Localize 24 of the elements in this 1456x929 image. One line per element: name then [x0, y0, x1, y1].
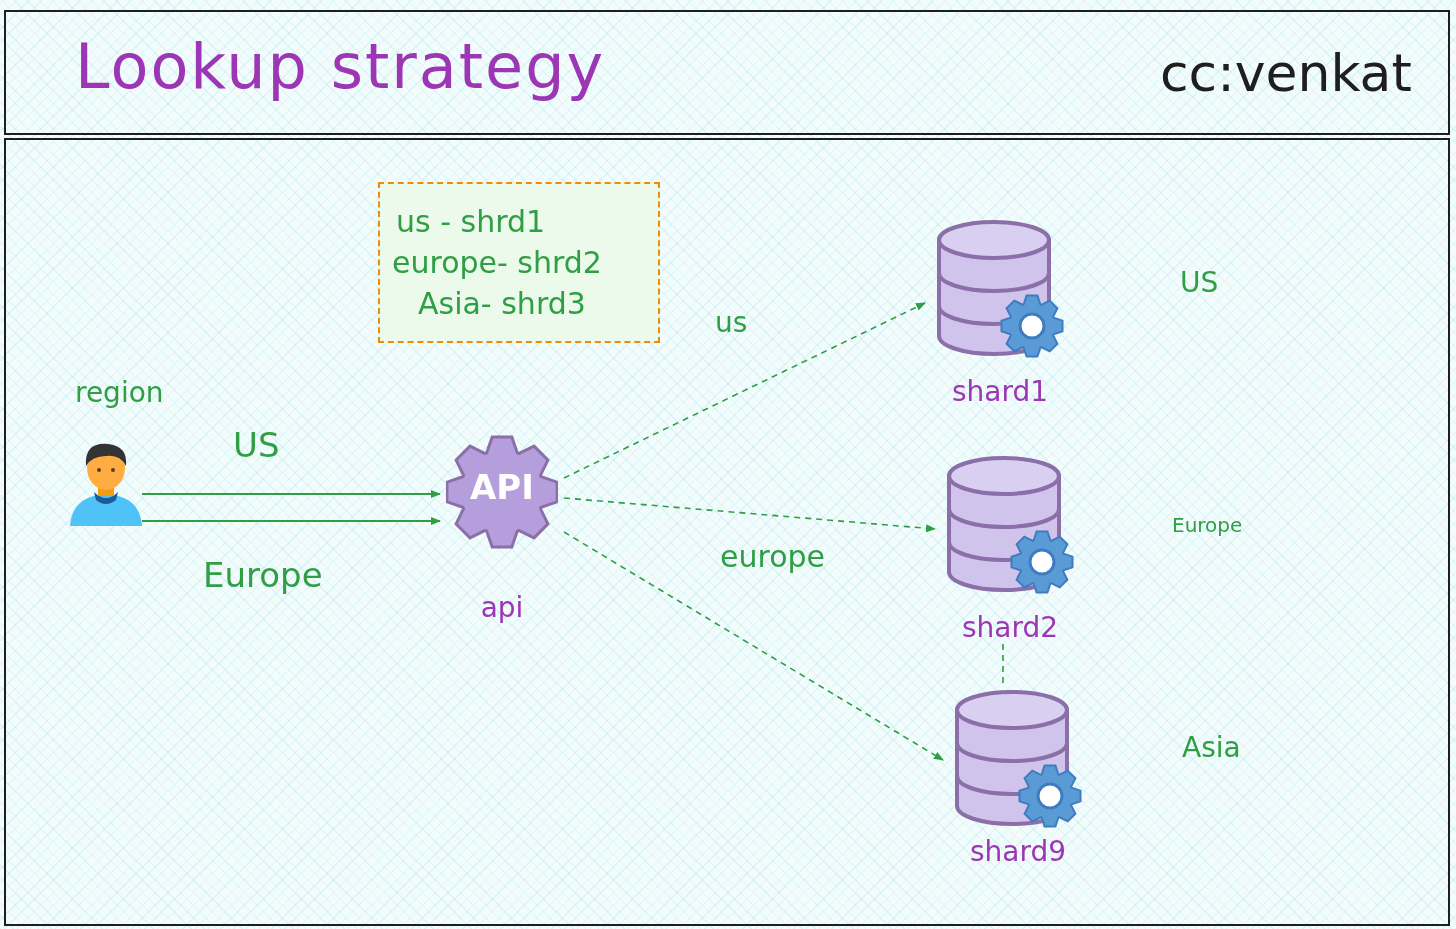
arrow: [563, 497, 936, 533]
region-label: Asia: [1182, 733, 1241, 764]
region-label: region: [75, 378, 164, 409]
node-label: api: [480, 591, 524, 624]
arrow: [141, 490, 441, 498]
arrow: [563, 302, 926, 479]
arrow: [141, 517, 441, 525]
region-label: us: [715, 308, 748, 339]
region-label: US: [1180, 268, 1219, 299]
arrow: [563, 531, 944, 761]
node-label: shard2: [961, 611, 1059, 644]
node-label: shard1: [951, 375, 1049, 408]
edge-label: US: [233, 425, 280, 465]
title: Lookup strategy: [75, 30, 606, 103]
mapping-text: us - shrd1: [395, 204, 547, 239]
mapping-text: Asia- shrd3: [417, 286, 587, 321]
api-gear-icon: API: [446, 432, 558, 552]
mapping-text: europe- shrd2: [392, 245, 603, 280]
lookup-table-box: [378, 182, 660, 343]
author-credit: cc:venkat: [1160, 45, 1412, 103]
edge-label: Europe: [203, 555, 323, 595]
node-label: shard9: [969, 835, 1067, 868]
region-label: Europe: [1172, 514, 1243, 536]
region-label: europe: [720, 540, 825, 573]
